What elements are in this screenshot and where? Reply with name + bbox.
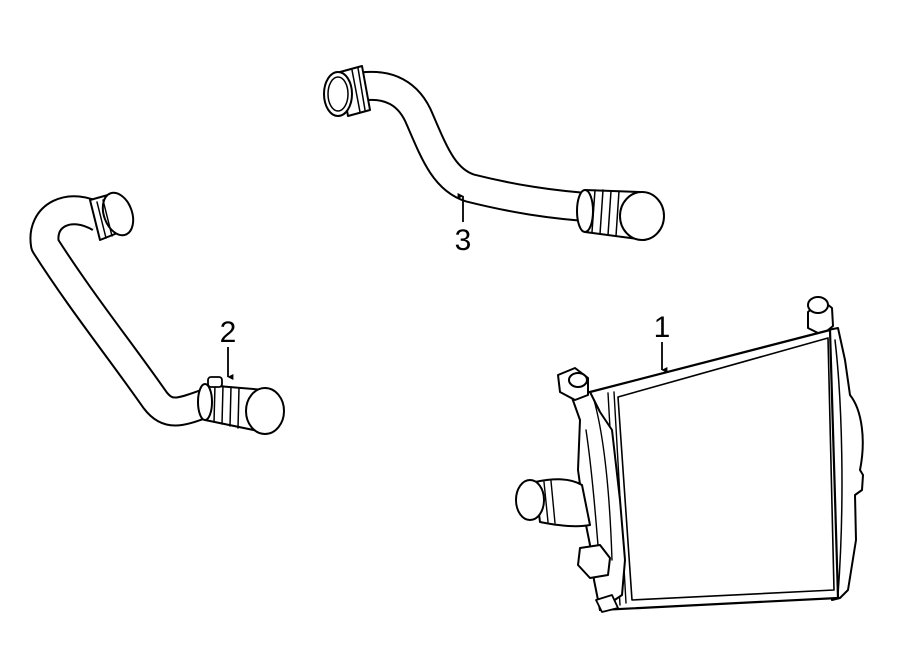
left-mount-tab — [557, 367, 589, 401]
intercooler[interactable] — [515, 296, 864, 613]
right-mount-tab — [807, 296, 834, 336]
intercooler-inlet-pipe — [515, 478, 591, 528]
upper-hose[interactable] — [323, 65, 665, 241]
lower-hose-bottom-end — [197, 376, 285, 435]
hose-clamp-icon — [207, 376, 223, 388]
callout-3: 3 — [455, 193, 472, 257]
upper-hose-right-end — [576, 189, 665, 241]
callout-3-label: 3 — [455, 224, 472, 257]
upper-hose-left-end — [323, 65, 371, 117]
callout-2: 2 — [220, 316, 237, 380]
bottom-bracket — [577, 544, 619, 613]
callout-2-label: 2 — [220, 316, 237, 349]
lower-hose[interactable] — [29, 189, 285, 435]
lower-hose-top-end — [89, 191, 135, 241]
callout-1: 1 — [654, 311, 671, 373]
callout-1-label: 1 — [654, 311, 671, 344]
